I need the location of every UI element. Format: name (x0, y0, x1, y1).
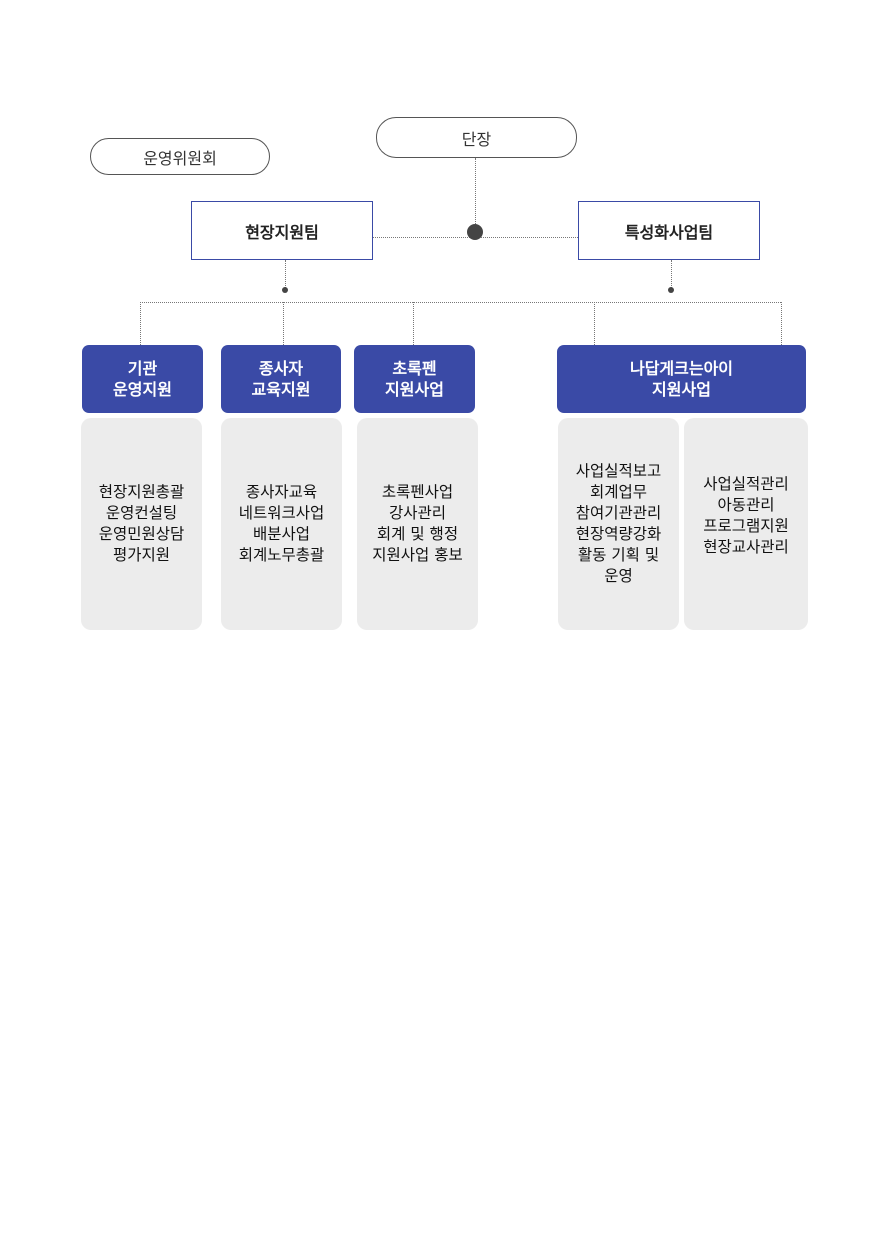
duties-box: 초록펜사업 강사관리 회계 및 행정 지원사업 홍보 (357, 418, 478, 630)
connector (594, 302, 595, 345)
connector (285, 260, 286, 290)
team-special-projects: 특성화사업팀 (578, 201, 760, 260)
committee-box: 운영위원회 (90, 138, 270, 175)
connector (671, 260, 672, 290)
duties-box: 사업실적관리 아동관리 프로그램지원 현장교사관리 (684, 418, 808, 630)
connector (475, 158, 476, 232)
unit-header: 나답게크는아이 지원사업 (557, 345, 806, 413)
junction-dot (467, 224, 483, 240)
connector (283, 302, 284, 345)
connector (140, 302, 781, 303)
unit-header: 기관 운영지원 (82, 345, 203, 413)
connector (781, 302, 782, 345)
duties-box: 사업실적보고 회계업무 참여기관관리 현장역량강화 활동 기획 및 운영 (558, 418, 679, 630)
junction-dot (282, 287, 288, 293)
duties-box: 현장지원총괄 운영컨설팅 운영민원상담 평가지원 (81, 418, 202, 630)
team-field-support: 현장지원팀 (191, 201, 373, 260)
unit-header: 초록펜 지원사업 (354, 345, 475, 413)
unit-header: 종사자 교육지원 (221, 345, 341, 413)
connector (140, 302, 141, 345)
junction-dot (668, 287, 674, 293)
duties-box: 종사자교육 네트워크사업 배분사업 회계노무총괄 (221, 418, 342, 630)
director-box: 단장 (376, 117, 577, 158)
connector (413, 302, 414, 345)
